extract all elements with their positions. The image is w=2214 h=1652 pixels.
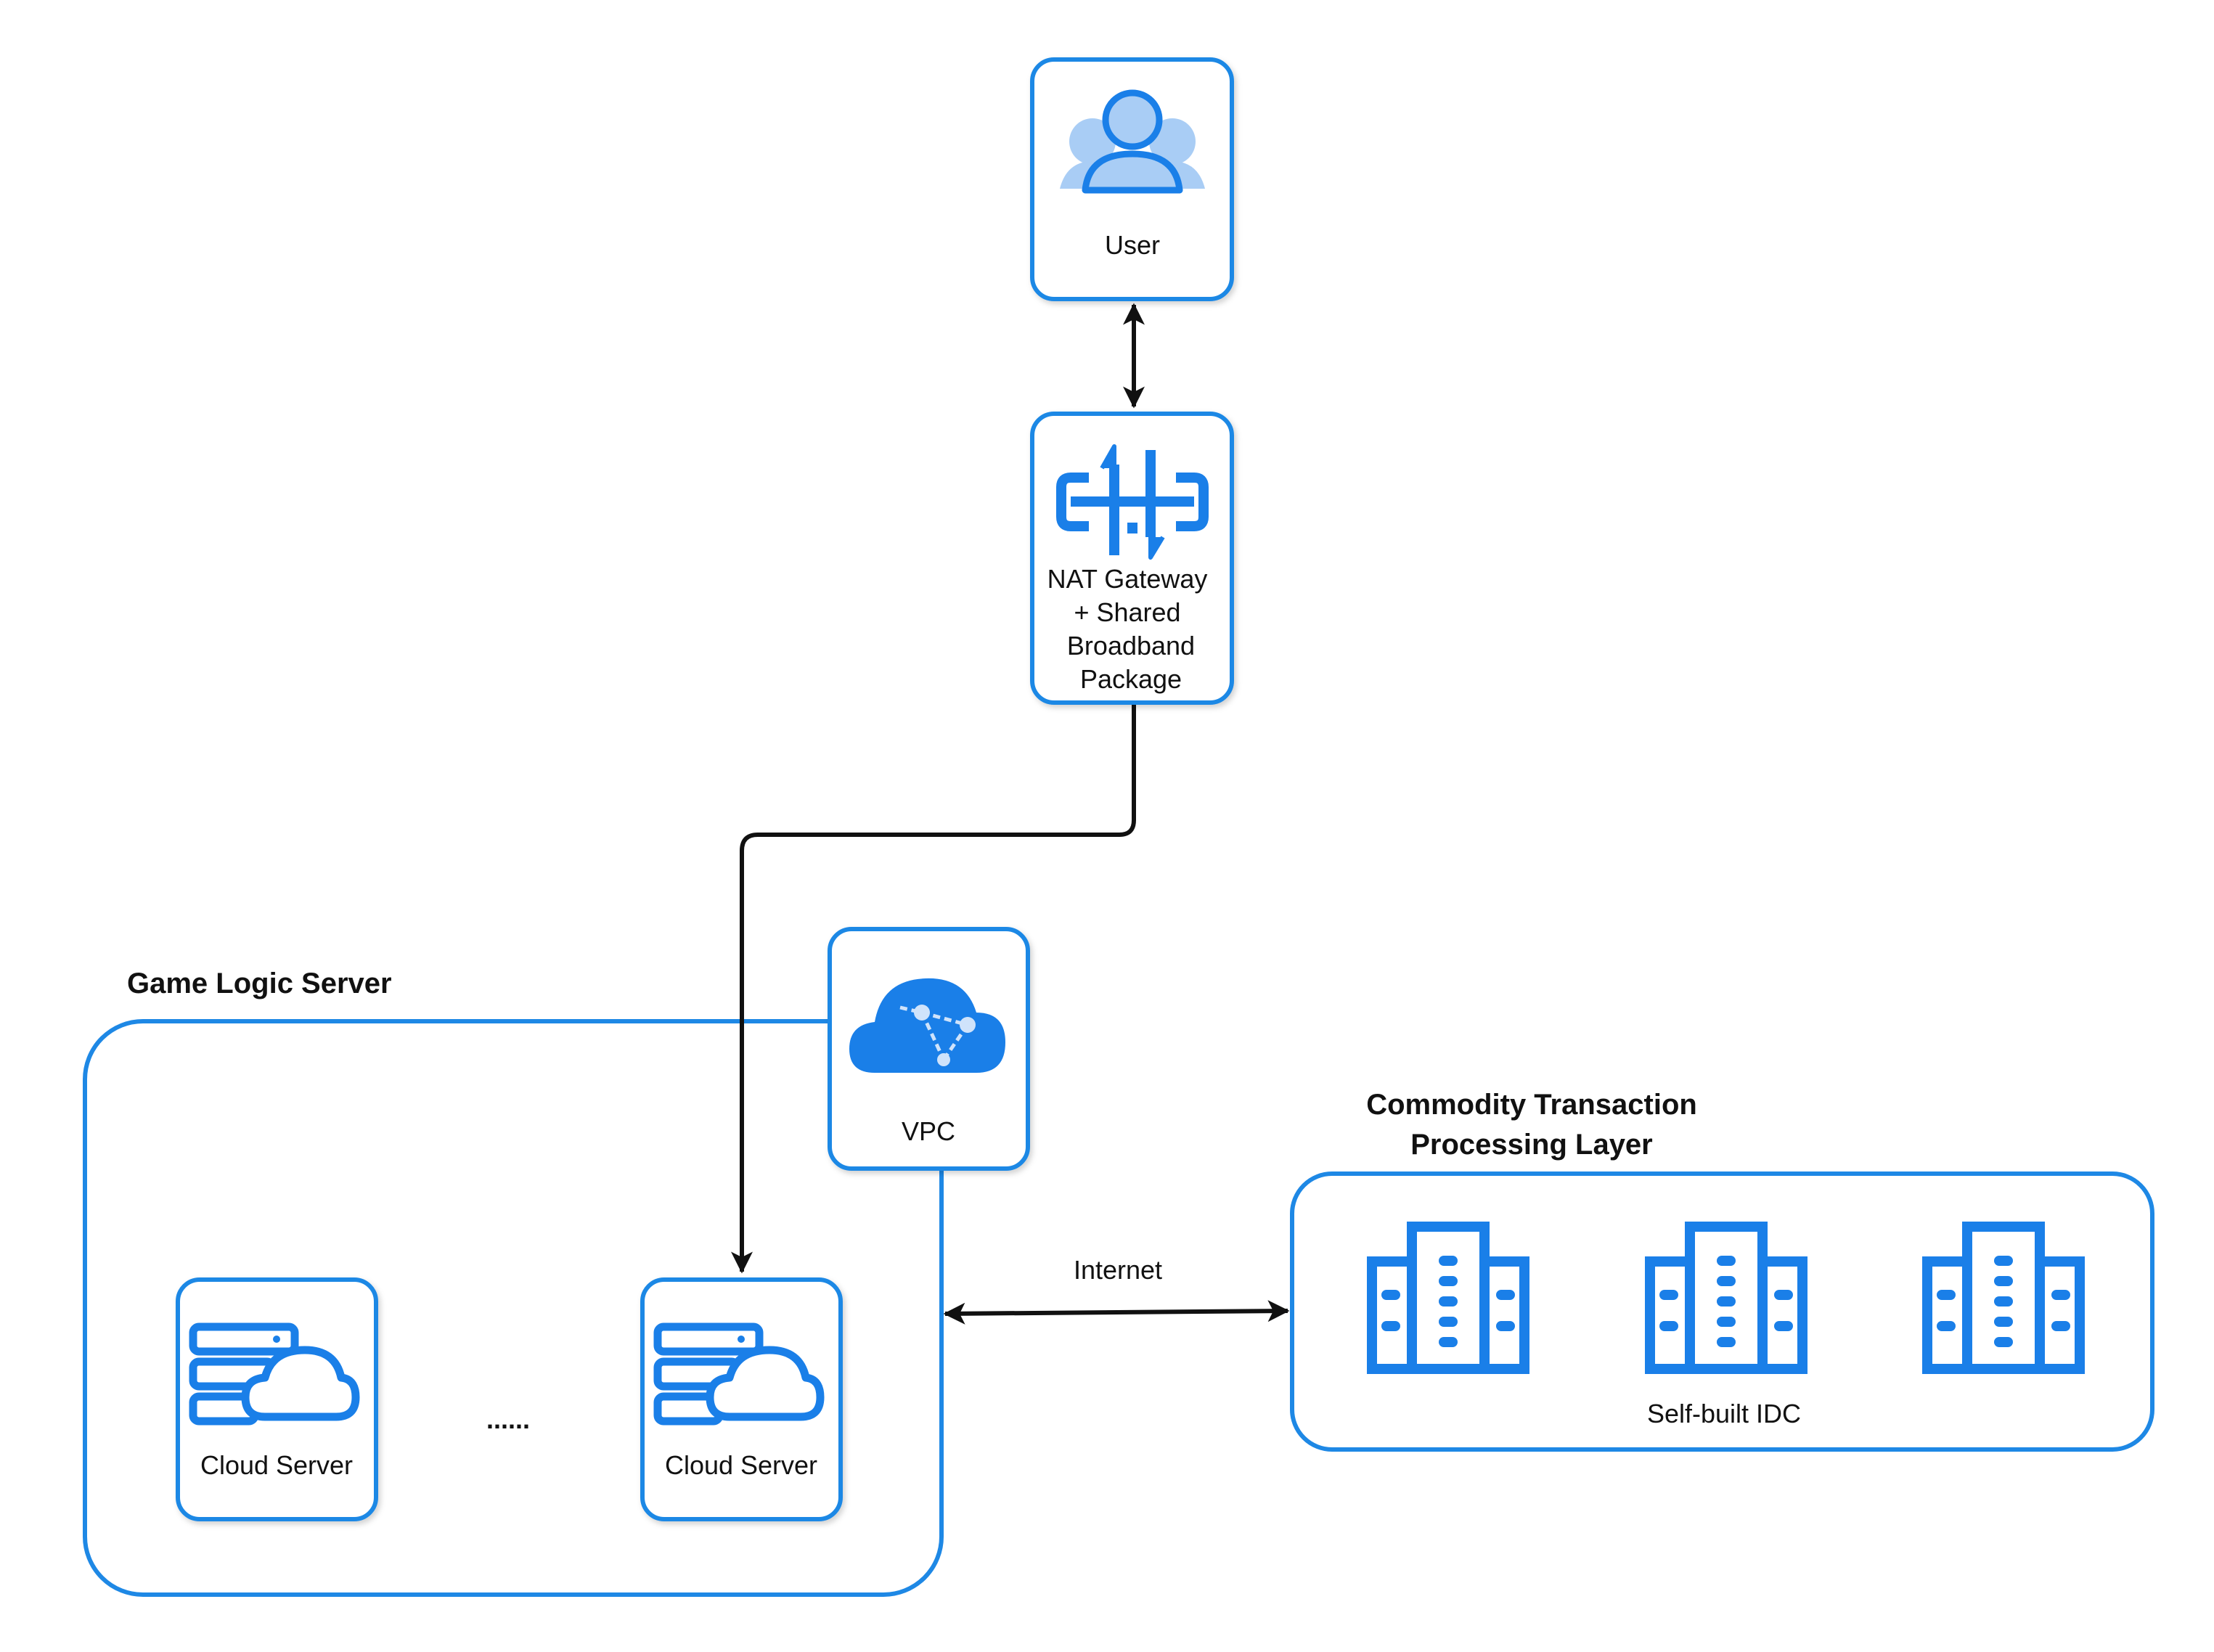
building-icon: [1922, 1222, 2085, 1374]
user-group-icon: [1060, 89, 1205, 194]
user-node[interactable]: User: [1030, 57, 1234, 301]
game-logic-server-group: [83, 1019, 944, 1597]
nat-gateway-label-line4: Package: [1080, 664, 1182, 694]
internet-label: Internet: [1074, 1255, 1162, 1285]
nat-to-cloud-server-connector[interactable]: [731, 703, 1136, 1274]
cloud-server-label-2: Cloud Server: [665, 1450, 817, 1480]
user-label: User: [1105, 230, 1160, 260]
nat-gateway-label-line2: + Shared: [1074, 597, 1180, 627]
vpc-cloud-icon: [849, 978, 1005, 1073]
nat-gateway-label-line3: Broadband: [1067, 631, 1195, 661]
idc-building-3[interactable]: [1922, 1222, 2085, 1374]
cloud-server-icon: [189, 1322, 360, 1426]
cloud-server-node-2[interactable]: Cloud Server: [640, 1277, 843, 1521]
cloud-server-icon: [653, 1322, 825, 1426]
commodity-transaction-label-line2: Processing Layer: [1410, 1129, 1653, 1161]
nat-gateway-node[interactable]: NAT Gateway + Shared Broadband Package: [1030, 412, 1234, 705]
commodity-transaction-group: [1290, 1171, 2154, 1452]
internet-connector[interactable]: [943, 1300, 1290, 1325]
idc-building-1[interactable]: [1367, 1222, 1529, 1374]
cloud-server-node-1[interactable]: Cloud Server: [176, 1277, 378, 1521]
idc-label: Self-built IDC: [1647, 1399, 1801, 1428]
building-icon: [1645, 1222, 1807, 1374]
idc-building-2[interactable]: [1645, 1222, 1807, 1374]
cloud-server-label-1: Cloud Server: [200, 1450, 353, 1480]
nat-gateway-icon: [1056, 444, 1209, 560]
building-icon: [1367, 1222, 1529, 1374]
nat-gateway-label-line1: NAT Gateway: [1047, 564, 1208, 594]
vpc-node[interactable]: VPC: [828, 927, 1030, 1171]
game-logic-server-label: Game Logic Server: [127, 968, 392, 999]
vpc-label: VPC: [902, 1116, 955, 1146]
commodity-transaction-label-line1: Commodity Transaction: [1366, 1089, 1697, 1121]
ellipsis-more-servers: ......: [486, 1404, 530, 1434]
